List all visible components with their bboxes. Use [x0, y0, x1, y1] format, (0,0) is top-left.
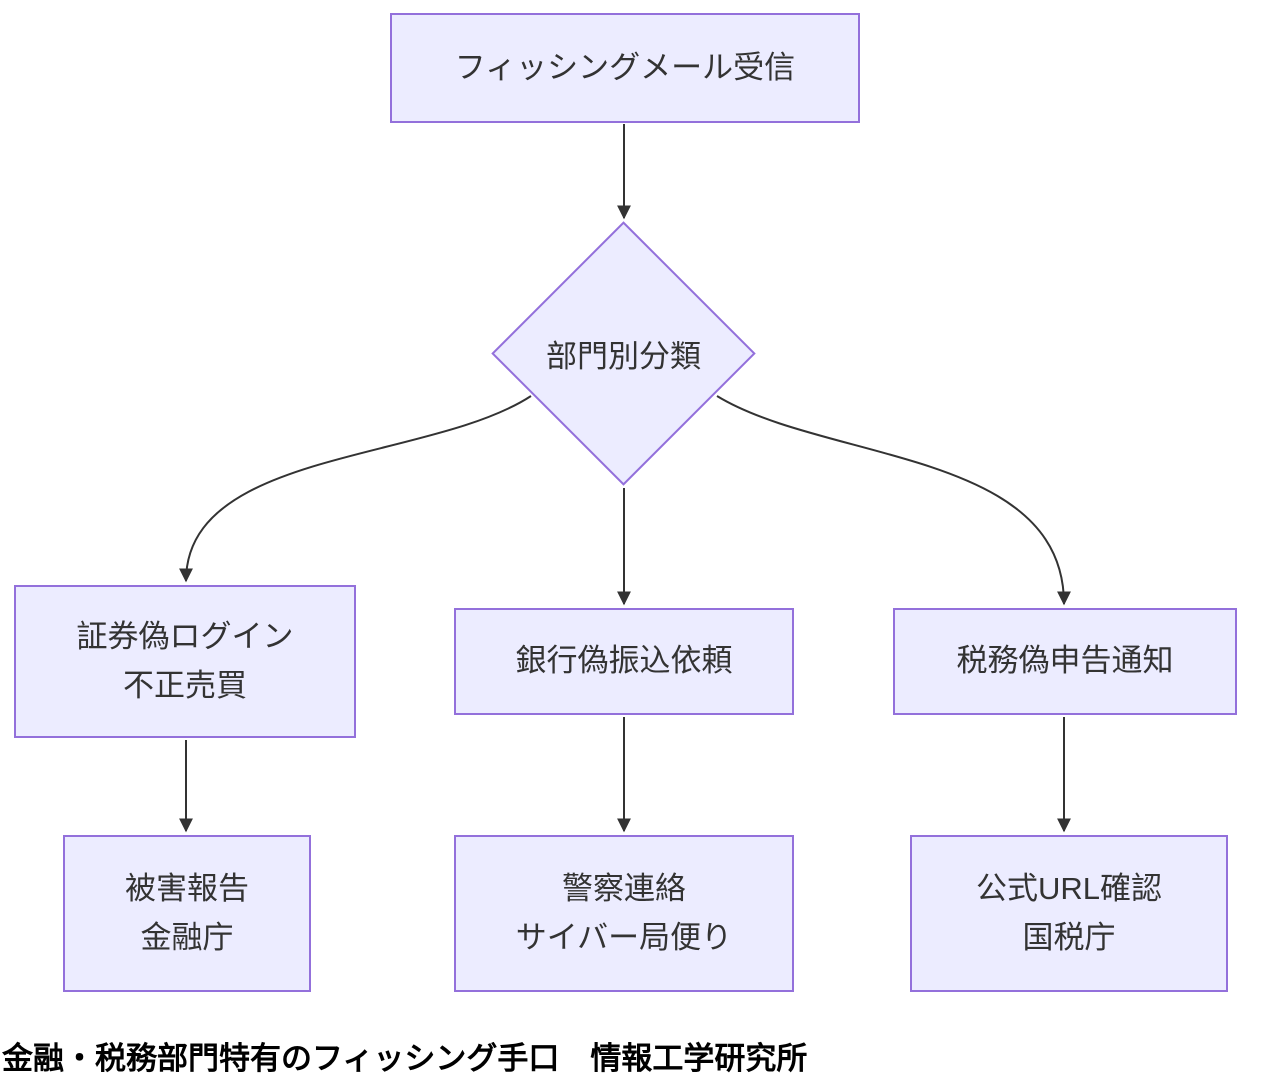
decision-department-classification: 部門別分類 [490, 260, 757, 447]
node-securities-fake-login: 証券偽ログイン 不正売買 [14, 585, 356, 738]
node-label: 税務偽申告通知 [956, 643, 1174, 679]
node-label-line1: 公式URL確認 [975, 871, 1162, 907]
node-label: 部門別分類 [546, 339, 701, 374]
node-label-line1: 警察連絡 [562, 871, 686, 907]
edge-decision-to-tax [716, 395, 1071, 606]
node-label-line2: 国税庁 [1022, 919, 1116, 955]
node-label-line1: 被害報告 [125, 871, 249, 907]
node-police-contact-cyber-bureau: 警察連絡 サイバー局便り [454, 835, 794, 992]
node-label-line2: サイバー局便り [515, 919, 733, 955]
diagram-caption: 金融・税務部門特有のフィッシング手口 情報工学研究所 [2, 1033, 807, 1084]
node-damage-report-fsa: 被害報告 金融庁 [63, 835, 311, 992]
node-tax-fake-filing-notice: 税務偽申告通知 [893, 608, 1237, 715]
node-label: 銀行偽振込依頼 [515, 643, 733, 679]
node-label-line2: 不正売買 [123, 667, 247, 703]
edge-decision-to-securities [179, 395, 532, 583]
node-label-line2: 金融庁 [140, 919, 234, 955]
node-label: フィッシングメール受信 [454, 49, 796, 85]
node-label-line1: 証券偽ログイン [76, 619, 294, 655]
node-official-url-check-nta: 公式URL確認 国税庁 [910, 835, 1228, 992]
node-bank-fake-transfer-request: 銀行偽振込依頼 [454, 608, 794, 715]
node-phishing-email-received: フィッシングメール受信 [390, 13, 860, 123]
